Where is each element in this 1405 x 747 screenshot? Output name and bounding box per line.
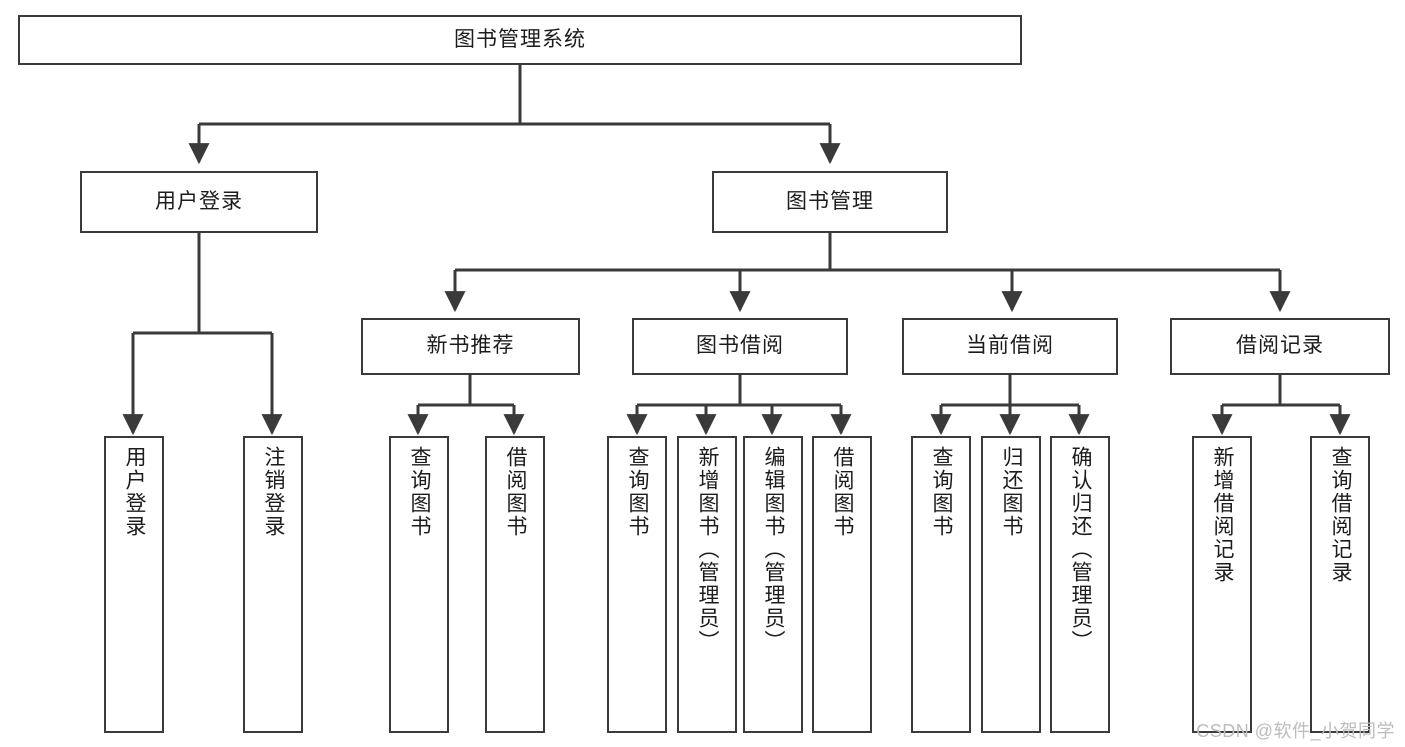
node-label: 用户登录 — [155, 189, 243, 213]
node-root-book-management-system[interactable]: 图书管理系统 — [18, 15, 1022, 65]
node-label: 图书管理系统 — [454, 27, 586, 51]
csdn-watermark: CSDN @软件_小贺同学 — [1196, 721, 1395, 741]
leaf-book-borrow-add-book-admin[interactable]: 新增图书（管理员） — [677, 436, 737, 733]
leaf-current-borrow-confirm-return-admin[interactable]: 确认归还（管理员） — [1050, 436, 1110, 733]
node-label: 新增借阅记录 — [1211, 446, 1235, 584]
leaf-new-book-borrow-book[interactable]: 借阅图书 — [485, 436, 545, 733]
node-label: 新书推荐 — [426, 334, 515, 358]
leaf-user-login-login[interactable]: 用户登录 — [104, 436, 164, 733]
node-label: 注销登录 — [262, 446, 286, 538]
node-label: 确认归还（管理员） — [1069, 446, 1093, 653]
node-borrow-record[interactable]: 借阅记录 — [1170, 318, 1390, 375]
leaf-borrow-record-query-record[interactable]: 查询借阅记录 — [1310, 436, 1370, 733]
leaf-book-borrow-query-book[interactable]: 查询图书 — [607, 436, 667, 733]
node-new-book-recommend[interactable]: 新书推荐 — [361, 318, 580, 375]
node-book-borrow[interactable]: 图书借阅 — [632, 318, 848, 375]
leaf-current-borrow-query-book[interactable]: 查询图书 — [911, 436, 971, 733]
leaf-book-borrow-borrow-book[interactable]: 借阅图书 — [812, 436, 872, 733]
node-label: 借阅图书 — [504, 446, 528, 538]
node-label: 借阅记录 — [1236, 334, 1324, 358]
leaf-current-borrow-return-book[interactable]: 归还图书 — [981, 436, 1041, 733]
node-label: 归还图书 — [1000, 446, 1024, 538]
node-label: 查询图书 — [408, 446, 432, 538]
node-label: 当前借阅 — [966, 334, 1054, 358]
node-label: 用户登录 — [123, 446, 147, 538]
node-label: 查询借阅记录 — [1329, 446, 1353, 584]
leaf-borrow-record-add-record[interactable]: 新增借阅记录 — [1192, 436, 1252, 733]
leaf-book-borrow-edit-book-admin[interactable]: 编辑图书（管理员） — [743, 436, 803, 733]
node-current-borrow[interactable]: 当前借阅 — [902, 318, 1118, 375]
leaf-user-login-logout[interactable]: 注销登录 — [243, 436, 303, 733]
node-label: 编辑图书（管理员） — [762, 446, 786, 653]
node-label: 图书管理 — [786, 189, 874, 213]
node-label: 查询图书 — [626, 446, 650, 538]
node-label: 查询图书 — [930, 446, 954, 538]
node-user-login[interactable]: 用户登录 — [80, 171, 318, 233]
node-label: 借阅图书 — [831, 446, 855, 538]
node-label: 新增图书（管理员） — [696, 446, 720, 653]
node-label: 图书借阅 — [696, 334, 784, 358]
node-book-management[interactable]: 图书管理 — [712, 171, 948, 233]
leaf-new-book-query-book[interactable]: 查询图书 — [389, 436, 449, 733]
